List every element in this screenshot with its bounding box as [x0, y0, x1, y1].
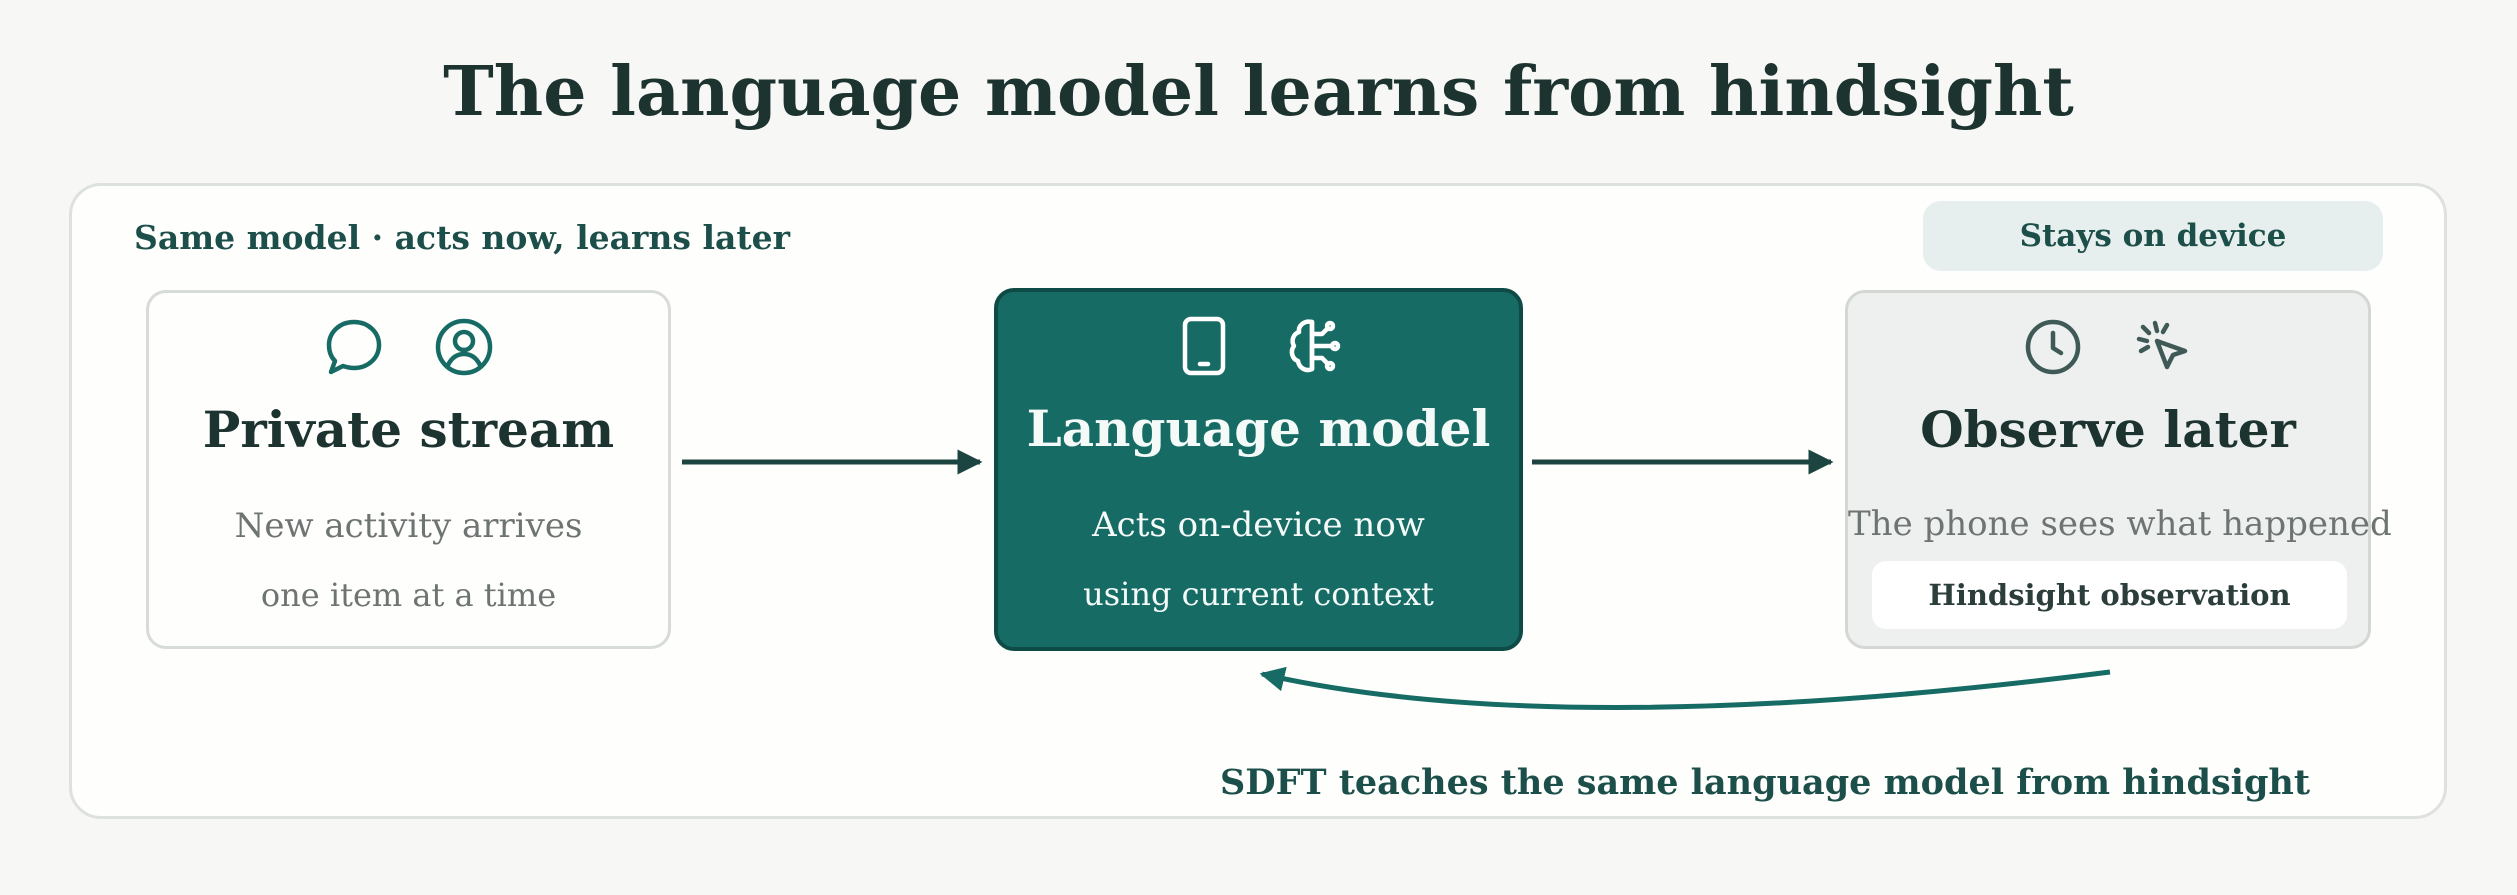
private-stream-title: Private stream — [202, 400, 615, 459]
language-model-line1: Acts on-device now — [1092, 505, 1425, 545]
private-stream-line2: one item at a time — [260, 576, 557, 614]
user-circle-icon — [434, 317, 494, 377]
language-model-node: Language model Acts on-device now using … — [994, 288, 1523, 651]
page-title: The language model learns from hindsight — [443, 52, 2074, 132]
chat-bubble-icon — [324, 317, 384, 377]
hindsight-observation-chip: Hindsight observation — [1872, 561, 2347, 629]
tablet-icon — [1174, 316, 1234, 376]
language-model-line2: using current context — [1083, 575, 1434, 613]
observe-later-line1: The phone sees what happened — [1848, 504, 2392, 544]
clock-icon — [2023, 317, 2083, 377]
private-stream-node: Private stream New activity arrives one … — [146, 290, 671, 649]
observe-later-title: Observe later — [1920, 400, 2296, 459]
stays-on-device-badge: Stays on device — [1923, 201, 2383, 271]
private-stream-line1: New activity arrives — [234, 506, 583, 546]
observe-later-node: Observe later The phone sees what happen… — [1845, 290, 2392, 649]
feedback-arrow — [1259, 666, 2111, 710]
feedback-label: SDFT teaches the same language model fro… — [1220, 762, 2311, 803]
frame-label: Same model · acts now, learns later — [134, 218, 791, 257]
brain-icon — [1284, 316, 1344, 376]
cursor-click-icon — [2133, 317, 2193, 377]
language-model-title: Language model — [1026, 399, 1491, 458]
